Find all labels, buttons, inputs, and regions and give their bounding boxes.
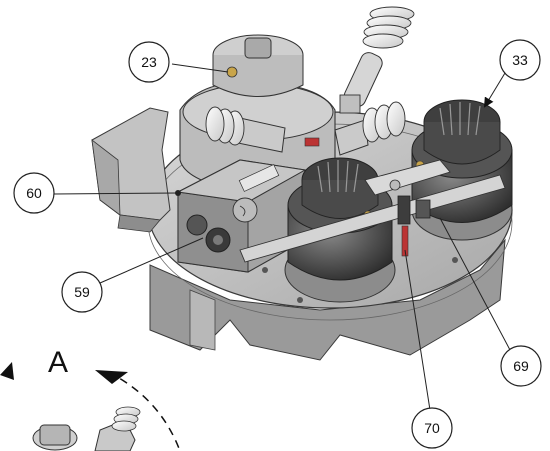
terminal-strip — [238, 164, 280, 192]
callout-69: 69 — [500, 345, 542, 387]
spiral-bulb-left — [205, 106, 286, 153]
arrow-right-icon — [95, 370, 128, 384]
connector-part-60 — [186, 214, 208, 236]
spiral-bulb-top — [339, 6, 415, 114]
callout-70: 70 — [411, 407, 453, 449]
mounting-bracket — [239, 159, 506, 263]
spiral-bulb-right — [334, 101, 406, 156]
leader-lines — [53, 63, 511, 411]
bracket-part-69 — [415, 199, 431, 219]
motor-front — [284, 157, 396, 303]
control-box — [175, 159, 307, 273]
svg-text:59: 59 — [74, 284, 90, 300]
callout-23: 23 — [128, 41, 170, 83]
svg-text:60: 60 — [26, 185, 42, 201]
svg-text:33: 33 — [512, 52, 528, 68]
svg-text:70: 70 — [424, 420, 440, 436]
view-label-a: A — [48, 346, 68, 379]
callout-59: 59 — [61, 271, 103, 313]
svg-text:69: 69 — [513, 358, 529, 374]
indicator-light — [304, 137, 320, 147]
view-a-indicator: A — [0, 346, 181, 451]
callout-33: 33 — [499, 39, 541, 81]
view-a-preview — [32, 406, 141, 451]
callout-60: 60 — [13, 172, 55, 214]
svg-text:23: 23 — [141, 54, 157, 70]
sensor-part-70 — [397, 195, 411, 225]
valve-cap-part-23 — [212, 34, 304, 97]
arrow-left-icon — [0, 362, 14, 380]
